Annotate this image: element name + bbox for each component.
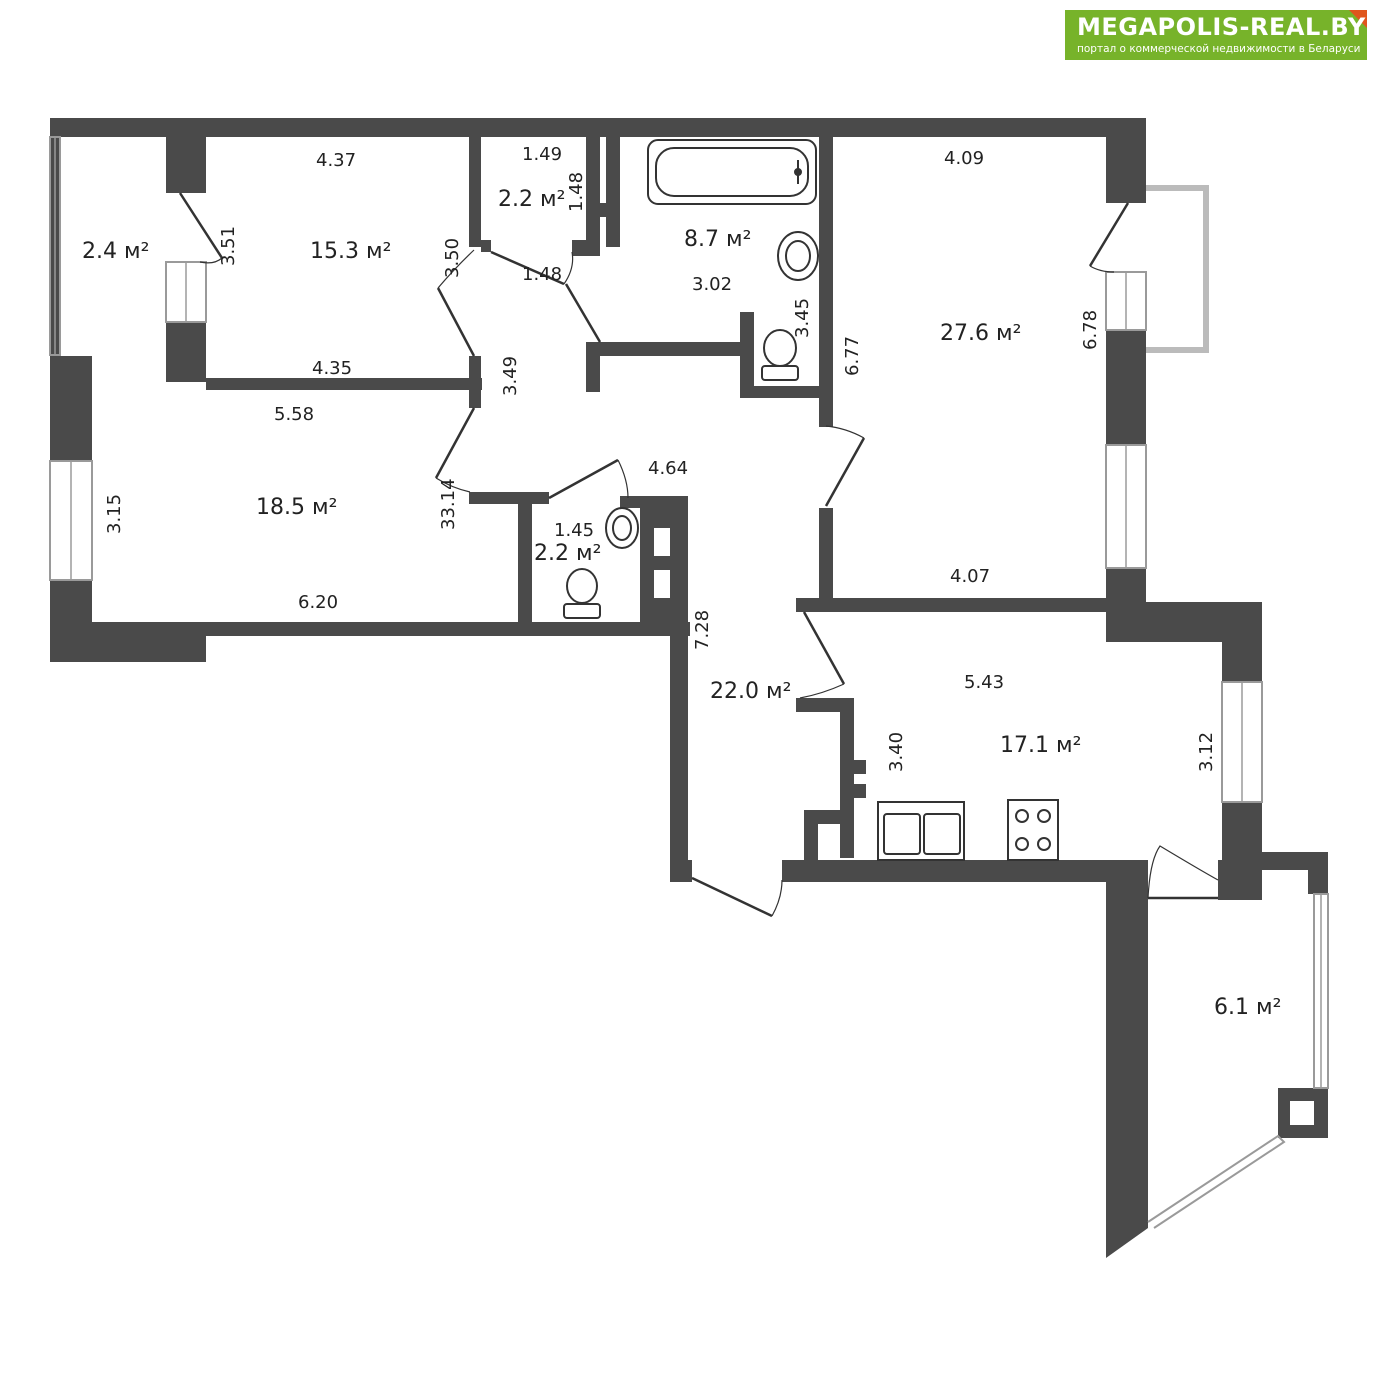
door-entrance: [691, 876, 783, 918]
dim-label: 4.35: [312, 358, 352, 379]
door-toilet-top: [490, 250, 602, 343]
site-logo[interactable]: MEGAPOLIS-REAL.BY портал о коммерческой …: [1065, 10, 1367, 60]
dim-label: 4.64: [648, 458, 688, 479]
area-room-top-left: 15.3 м²: [310, 239, 391, 264]
logo-corner-mark: [1349, 10, 1367, 28]
door-room-15: [436, 249, 476, 357]
dim-label: 5.58: [274, 404, 314, 425]
dim-label: 1.48: [566, 172, 587, 212]
balcony-right-frame: [1146, 185, 1209, 353]
sink-toilet-mid: [605, 507, 639, 549]
dim-label: 1.49: [522, 144, 562, 165]
area-kitchen: 17.1 м²: [1000, 733, 1081, 758]
dim-label: 6.78: [1080, 310, 1101, 350]
dim-label: 3.50: [442, 238, 463, 278]
dim-label: 4.09: [944, 148, 984, 169]
logo-tagline: портал о коммерческой недвижимости в Бел…: [1077, 43, 1361, 55]
door-loggia: [1147, 845, 1219, 900]
area-balcony-left: 2.4 м²: [82, 239, 149, 264]
door-toilet-mid: [548, 458, 629, 500]
area-toilet-mid: 2.2 м²: [534, 541, 601, 566]
logo-brand: MEGAPOLIS-REAL.BY: [1077, 13, 1366, 41]
area-hall: 22.0 м²: [710, 679, 791, 704]
area-room-left: 18.5 м²: [256, 495, 337, 520]
window-loggia-diagonal: [1147, 1134, 1286, 1229]
door-kitchen: [799, 611, 846, 699]
area-loggia: 6.1 м²: [1214, 995, 1281, 1020]
dim-label: 3.15: [104, 494, 125, 534]
door-room-18: [434, 407, 476, 493]
dim-label: 1.48: [522, 264, 562, 285]
dim-label: 33.14: [438, 478, 459, 530]
dim-label: 6.20: [298, 592, 338, 613]
sink-bathroom: [777, 231, 819, 281]
dim-label: 1.45: [554, 520, 594, 541]
dim-label: 3.49: [500, 356, 521, 396]
dim-label: 3.12: [1196, 732, 1217, 772]
dim-label: 3.45: [792, 298, 813, 338]
toilet-mid: [563, 568, 601, 619]
kitchen-sink: [877, 801, 965, 861]
dim-label: 3.02: [692, 274, 732, 295]
dim-label: 4.37: [316, 150, 356, 171]
dim-label: 3.51: [218, 226, 239, 266]
doors[interactable]: [178, 192, 1219, 918]
bathtub: [647, 139, 817, 205]
loggia-pillar-hole: [1290, 1101, 1314, 1125]
dim-label: 7.28: [692, 610, 713, 650]
walls: [50, 118, 1328, 1258]
door-balcony-right: [1088, 202, 1130, 273]
door-balcony-left: [178, 192, 224, 264]
dim-label: 5.43: [964, 672, 1004, 693]
area-bathroom: 8.7 м²: [684, 227, 751, 252]
area-room-right: 27.6 м²: [940, 321, 1021, 346]
dim-label: 6.77: [842, 336, 863, 376]
area-toilet-top: 2.2 м²: [498, 187, 565, 212]
dim-label: 4.07: [950, 566, 990, 587]
dim-label: 3.40: [886, 732, 907, 772]
door-room-27: [824, 425, 866, 507]
toilet-bathroom: [761, 329, 799, 381]
stove: [1007, 799, 1059, 861]
